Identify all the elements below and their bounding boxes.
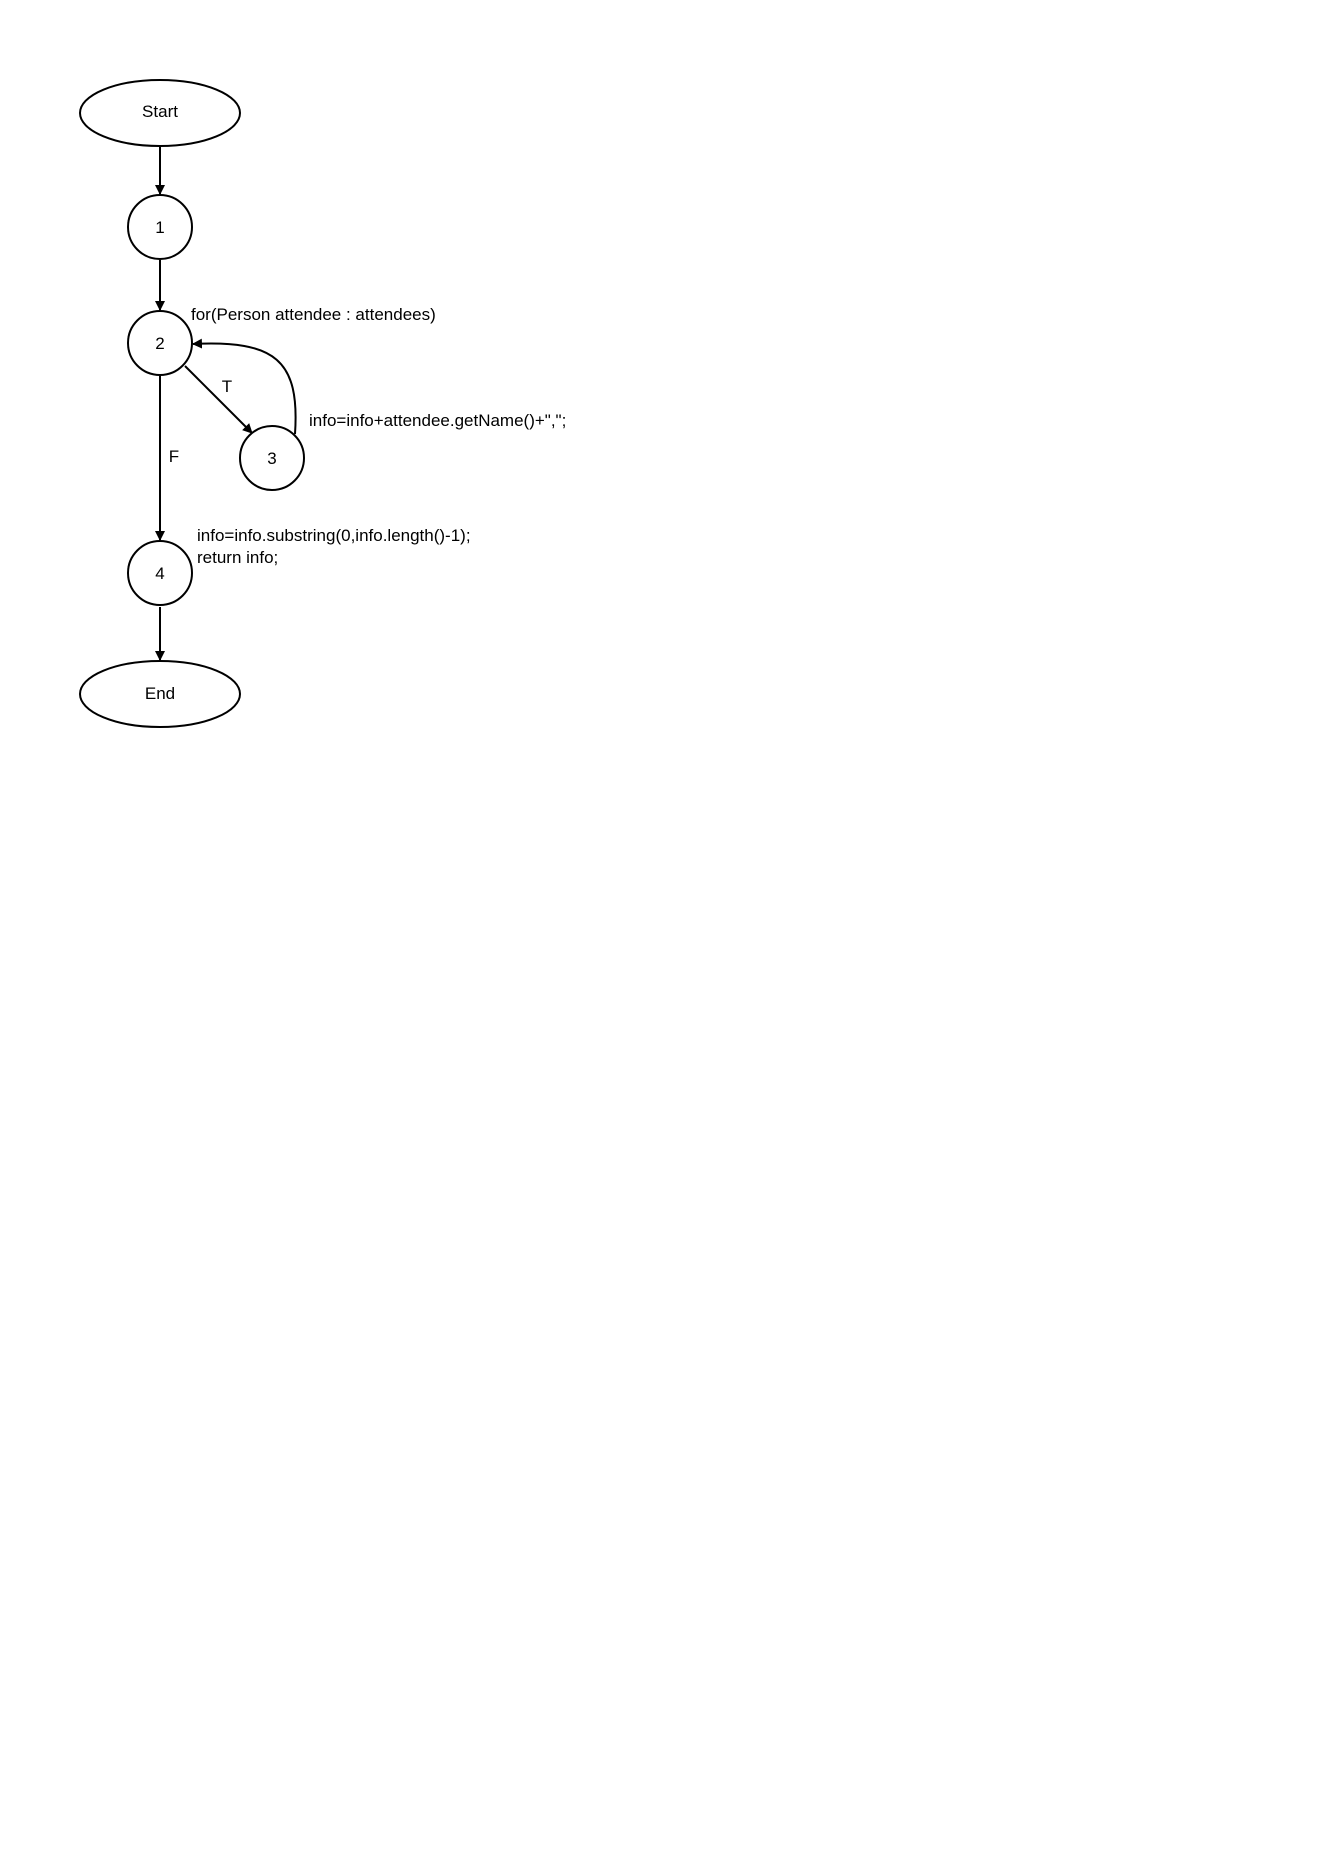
node-2-label: 2 xyxy=(155,334,164,353)
node-4-label: 4 xyxy=(155,564,164,583)
edge-3-to-2-loop xyxy=(192,338,297,435)
loop-header-annotation: for(Person attendee : attendees) xyxy=(191,305,436,324)
end-node xyxy=(79,660,241,728)
final-statement-line-1: info=info.substring(0,info.length()-1); xyxy=(197,526,471,545)
final-statement-line-2: return info; xyxy=(197,548,278,567)
node-1 xyxy=(127,194,193,260)
node-1-label: 1 xyxy=(155,218,164,237)
node-4 xyxy=(127,540,193,606)
node-3-label: 3 xyxy=(267,449,276,468)
node-3 xyxy=(239,425,305,491)
start-node xyxy=(79,79,241,147)
loop-body-annotation: info=info+attendee.getName()+","; xyxy=(309,411,566,430)
edge-2-to-3 xyxy=(184,365,253,434)
true-branch-label: T xyxy=(222,377,232,396)
end-node-label: End xyxy=(145,684,175,703)
node-2 xyxy=(127,310,193,376)
false-branch-label: F xyxy=(169,447,179,466)
start-node-label: Start xyxy=(142,102,178,121)
